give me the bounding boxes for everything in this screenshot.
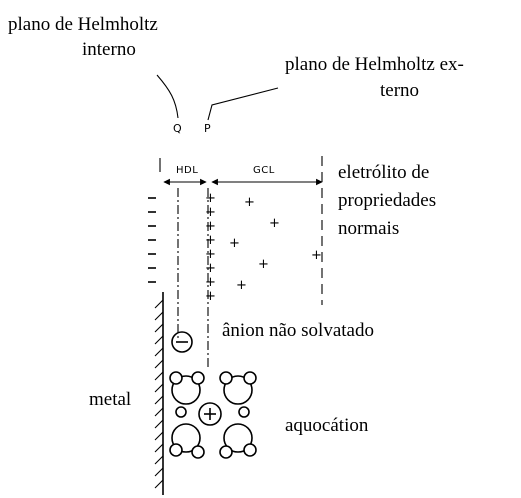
svg-text:+: + [205, 261, 216, 276]
unsolvated-anion [171, 331, 193, 353]
svg-text:+: + [205, 247, 216, 262]
metal-hatching [154, 299, 164, 489]
svg-text:+: + [311, 248, 322, 263]
svg-text:+: + [205, 289, 216, 304]
svg-text:+: + [229, 236, 240, 251]
svg-text:+: + [205, 205, 216, 220]
svg-text:+: + [205, 275, 216, 290]
electrolyte-label-line3: normais [338, 218, 399, 239]
hdl-positive-charges: + + + + + + + + [205, 191, 216, 304]
inner-plane-label-line1: plano de Helmholtz [8, 14, 158, 35]
gcl-label: GCL [253, 165, 275, 176]
outer-plane-leader [207, 87, 279, 121]
cation-label: aquocátion [285, 415, 369, 436]
outer-plane-label-line2: terno [380, 80, 419, 101]
outer-plane-label-line1: plano de Helmholtz ex- [285, 54, 464, 75]
inner-plane-label-line2: interno [82, 39, 136, 60]
aquocation [169, 371, 257, 459]
svg-text:+: + [205, 191, 216, 206]
inner-plane-leader [156, 74, 179, 119]
svg-text:+: + [258, 257, 269, 272]
electrolyte-label-line1: eletrólito de [338, 162, 429, 183]
metal-label: metal [89, 389, 131, 410]
metal-negative-charges [148, 197, 156, 283]
svg-text:+: + [205, 233, 216, 248]
svg-text:+: + [205, 219, 216, 234]
hdl-label: HDL [176, 165, 198, 176]
svg-text:+: + [269, 216, 280, 231]
anion-label: ânion não solvatado [222, 320, 374, 341]
gcl-diffuse-charges: + + + + + + [229, 195, 322, 293]
svg-text:+: + [236, 278, 247, 293]
plane-q-label: Q [173, 122, 182, 135]
electrolyte-label-line2: propriedades [338, 190, 436, 211]
svg-text:+: + [244, 195, 255, 210]
plane-p-label: P [204, 122, 211, 135]
